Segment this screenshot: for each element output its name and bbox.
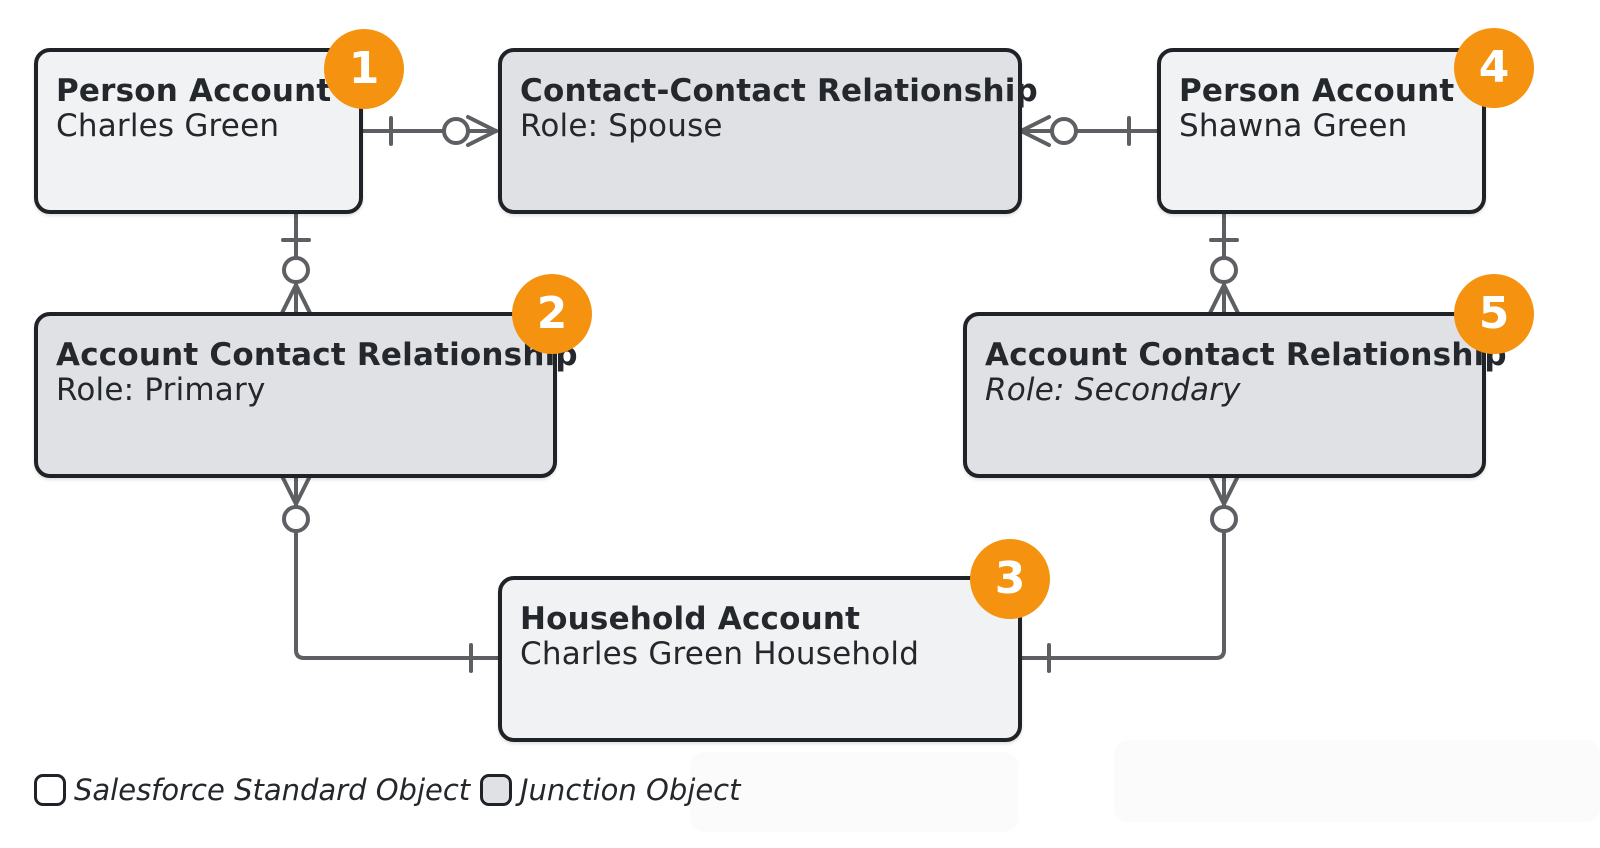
background-panel: [690, 752, 1018, 832]
legend-swatch-standard: [34, 774, 66, 806]
step-badge-4: 4: [1454, 28, 1534, 108]
node-subtitle: Charles Green: [56, 108, 280, 144]
background-panel: [1114, 740, 1600, 822]
step-badge-5: 5: [1454, 274, 1534, 354]
connector-charles-to-contact-relationship: [360, 115, 498, 147]
node-person-account-charles: Person Account Charles Green: [34, 48, 363, 214]
node-account-contact-relationship-secondary: Account Contact Relationship Role: Secon…: [963, 312, 1507, 478]
node-subtitle: Role: Spouse: [520, 108, 723, 144]
node-title: Person Account: [1179, 73, 1455, 109]
legend-label: Junction Object: [520, 773, 741, 807]
node-title: Contact-Contact Relationship: [520, 73, 1038, 109]
step-badge-2: 2: [512, 274, 592, 354]
node-subtitle: Role: Secondary: [985, 372, 1241, 408]
node-title: Account Contact Relationship: [56, 337, 578, 373]
connector-contact-relationship-to-shawna: [1019, 115, 1159, 147]
node-household-account: Household Account Charles Green Househol…: [498, 576, 1022, 742]
node-subtitle: Shawna Green: [1179, 108, 1408, 144]
connector-charles-to-acr-primary: [280, 210, 312, 315]
node-title: Household Account: [520, 601, 861, 637]
connector-shawna-to-acr-secondary: [1208, 210, 1240, 315]
node-title: Person Account: [56, 73, 332, 109]
connector-acr-primary-to-household: [280, 474, 500, 673]
node-title: Account Contact Relationship: [985, 337, 1507, 373]
connector-acr-secondary-to-household: [1019, 474, 1240, 673]
node-subtitle: Role: Primary: [56, 372, 266, 408]
step-badge-3: 3: [970, 539, 1050, 619]
node-contact-contact-relationship: Contact-Contact Relationship Role: Spous…: [498, 48, 1038, 214]
legend-standard-object: Salesforce Standard Object: [34, 770, 470, 810]
node-account-contact-relationship-primary: Account Contact Relationship Role: Prima…: [34, 312, 578, 478]
legend-label: Salesforce Standard Object: [74, 773, 471, 807]
legend-junction-object: Junction Object: [480, 770, 740, 810]
step-badge-1: 1: [324, 29, 404, 109]
legend-swatch-junction: [480, 774, 512, 806]
node-subtitle: Charles Green Household: [520, 636, 920, 672]
node-person-account-shawna: Person Account Shawna Green: [1157, 48, 1486, 214]
